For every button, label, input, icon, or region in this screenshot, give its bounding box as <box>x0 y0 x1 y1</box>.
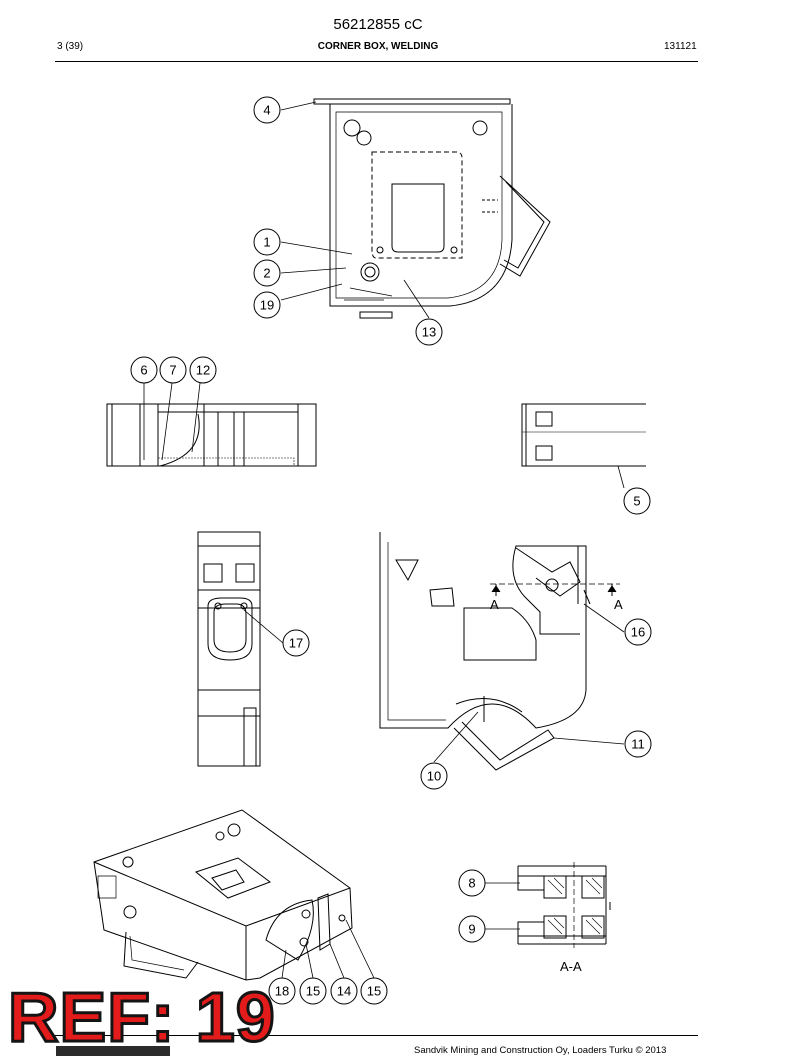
date-code: 131121 <box>664 41 697 52</box>
front-view-drawing <box>106 403 317 467</box>
svg-text:19: 19 <box>260 298 274 313</box>
callout-1: 1 <box>253 228 281 256</box>
section-aa-drawing <box>517 862 611 948</box>
svg-text:7: 7 <box>169 363 176 378</box>
callout-4: 4 <box>253 96 281 124</box>
callout-13: 13 <box>415 318 443 346</box>
svg-text:5: 5 <box>633 494 640 509</box>
side-elevation-drawing <box>379 532 620 771</box>
company-logo <box>56 1046 170 1056</box>
callout-5: 5 <box>623 487 651 515</box>
document-title: CORNER BOX, WELDING <box>317 41 439 52</box>
svg-text:9: 9 <box>468 922 475 937</box>
svg-text:6: 6 <box>140 363 147 378</box>
callout-19: 19 <box>253 291 281 319</box>
callout-18: 18 <box>268 977 296 1005</box>
svg-text:11: 11 <box>631 737 645 752</box>
callout-11: 11 <box>624 730 652 758</box>
svg-text:13: 13 <box>422 325 436 340</box>
callout-6: 6 <box>130 356 158 384</box>
svg-text:15: 15 <box>306 984 320 999</box>
svg-text:10: 10 <box>427 769 441 784</box>
callout-8: 8 <box>458 869 486 897</box>
callout-10: 10 <box>420 762 448 790</box>
document-number: 56212855 cC <box>333 16 423 33</box>
isometric-view-drawing <box>93 809 353 981</box>
svg-text:17: 17 <box>289 636 303 651</box>
callout-17: 17 <box>282 629 310 657</box>
end-view-drawing <box>197 531 261 767</box>
callout-7: 7 <box>159 356 187 384</box>
svg-text:8: 8 <box>468 876 475 891</box>
callout-9: 9 <box>458 915 486 943</box>
svg-text:12: 12 <box>196 363 210 378</box>
callout-14: 14 <box>330 977 358 1005</box>
copyright-text: Sandvik Mining and Construction Oy, Load… <box>414 1045 667 1056</box>
svg-text:15: 15 <box>367 984 381 999</box>
svg-text:18: 18 <box>275 984 289 999</box>
svg-text:2: 2 <box>263 266 270 281</box>
callout-15-right: 15 <box>360 977 388 1005</box>
side-view-drawing <box>521 403 646 467</box>
callout-bubbles: 4 1 2 19 13 6 7 12 5 17 16 11 10 8 9 18 … <box>130 96 652 1005</box>
svg-text:1: 1 <box>263 235 270 250</box>
header-rule <box>55 61 698 62</box>
svg-text:14: 14 <box>337 984 351 999</box>
svg-text:16: 16 <box>631 625 645 640</box>
section-cut-label-right: A <box>614 597 623 612</box>
section-title: A-A <box>560 959 582 974</box>
footer-rule <box>55 1035 698 1036</box>
page-count: 3 (39) <box>57 41 84 52</box>
callout-16: 16 <box>624 618 652 646</box>
section-cut-label-left: A <box>490 597 499 612</box>
callout-2: 2 <box>253 259 281 287</box>
callout-15-left: 15 <box>299 977 327 1005</box>
leader-lines <box>143 101 625 979</box>
top-view-drawing <box>313 98 551 319</box>
svg-text:4: 4 <box>263 103 270 118</box>
callout-12: 12 <box>189 356 217 384</box>
reference-stamp: REF: 19 <box>7 978 277 1056</box>
